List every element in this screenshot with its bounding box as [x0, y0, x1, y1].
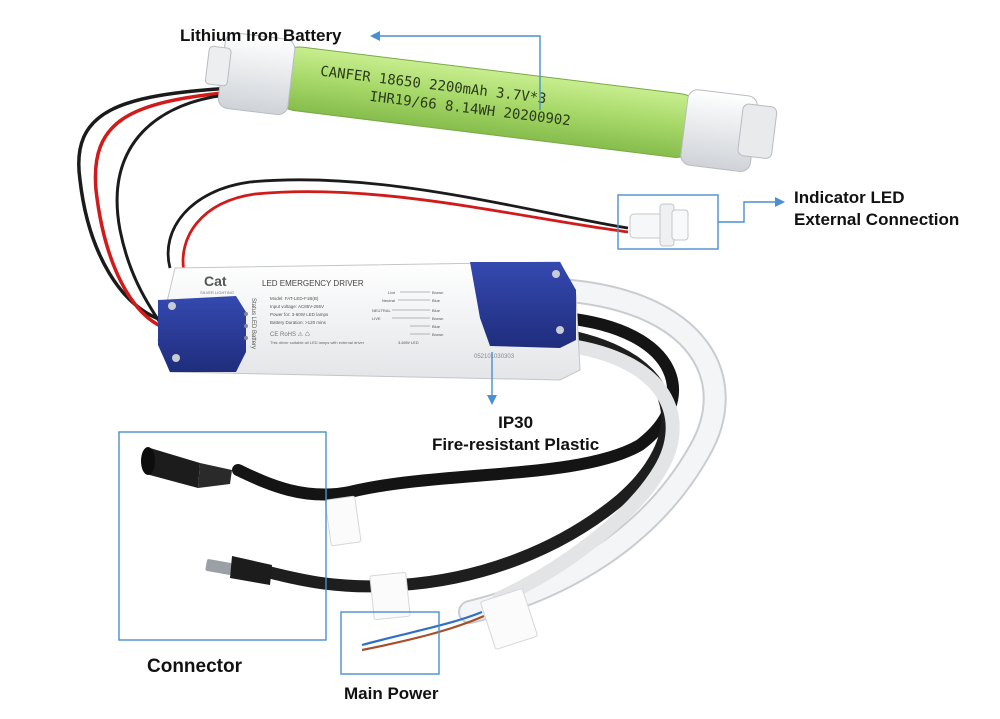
emergency-driver: Cat SILVER LIGHTING Status LED Battery L… [157, 261, 581, 381]
female-dc-connector [141, 447, 232, 488]
battery-wires [77, 86, 233, 341]
male-dc-connector [205, 556, 272, 585]
driver-spec-2: Input voltage: AC85V-265V [270, 304, 324, 309]
driver-wiring-diagram: Live Neutral NEUTRAL LIVE Brown Blue Blu… [372, 290, 443, 345]
driver-ce-marks: CE RoHS ⚠ ♺ [270, 331, 310, 338]
indicator-wires [166, 178, 629, 273]
indicator-led [629, 203, 689, 247]
driver-title: LED EMERGENCY DRIVER [262, 279, 364, 288]
main-power-callout: Main Power [344, 684, 439, 703]
battery-callout: Lithium Iron Battery [180, 26, 342, 45]
ip30-callout-line2: Fire-resistant Plastic [432, 435, 600, 454]
svg-text:Brown: Brown [432, 290, 443, 295]
svg-text:Brown: Brown [432, 316, 443, 321]
callout-lines [118, 31, 785, 675]
indicator-led-callout: Indicator LED External Connection [794, 187, 959, 231]
indicator-led-callout-line2: External Connection [794, 210, 960, 229]
svg-text:Live: Live [388, 290, 396, 295]
main-power-wires [361, 610, 485, 652]
indicator-led-callout-line1: Indicator LED [794, 188, 905, 207]
svg-text:Blue: Blue [432, 298, 441, 303]
svg-text:Blue: Blue [432, 324, 441, 329]
battery-pack: CANFER 18650 2200mAh 3.7V*3 IHR19/66 8.1… [204, 32, 778, 172]
svg-text:Neutral: Neutral [382, 298, 395, 303]
ip30-callout: IP30 Fire-resistant Plastic [432, 412, 599, 456]
svg-text:LIVE: LIVE [372, 316, 381, 321]
driver-brand-sub: SILVER LIGHTING [200, 290, 234, 295]
connector-callout: Connector [147, 656, 242, 677]
driver-spec-1: Model: FAT-LED-F1B(B) [270, 296, 319, 301]
svg-text:NEUTRAL: NEUTRAL [372, 308, 391, 313]
driver-side-text: Status LED Battery [250, 298, 256, 349]
svg-text:Blue: Blue [432, 308, 441, 313]
driver-spec-3: Power for: 3-60W LED lamps [270, 312, 329, 317]
svg-text:Brown: Brown [432, 332, 443, 337]
svg-text:3-60W LED: 3-60W LED [398, 340, 419, 345]
driver-spec-5: This driver suitable all LED lamps with … [270, 340, 365, 345]
driver-spec-4: Battery Duration: >120 mins [270, 320, 327, 325]
ip30-callout-line1: IP30 [498, 413, 534, 432]
driver-serial: 052101030303 [474, 354, 515, 360]
driver-brand: Cat [204, 273, 227, 289]
output-cables [232, 278, 727, 624]
cable-tags [324, 495, 538, 650]
